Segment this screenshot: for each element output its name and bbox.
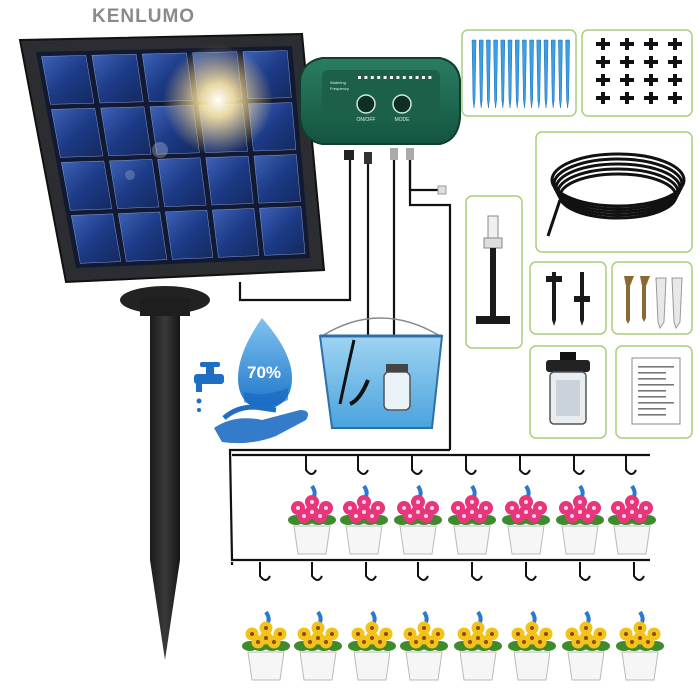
flower-pot-icon [613,525,651,555]
solar-cell [118,211,168,262]
solar-cell [212,208,260,258]
flower-pot-icon [247,651,285,681]
faucet-icon [194,362,224,412]
solar-cell [91,53,144,104]
solar-cell [51,108,104,158]
flower-pot-icon [345,525,383,555]
watering-label: Watering [330,80,346,85]
tee-connector-icon [596,38,682,104]
solar-panel-icon [18,32,326,660]
ground-spike-icon [546,272,590,326]
brand-logo: KENLUMO [92,6,196,27]
solar-cell [253,154,301,204]
flower-pot-icon [513,651,551,681]
hand-icon [214,404,308,444]
flower-pot-icon [567,651,605,681]
led-indicator [390,76,393,79]
water-bucket-icon [318,317,444,429]
led-indicator [383,76,387,79]
solar-cell [61,160,113,211]
led-indicator [402,76,406,79]
led-indicator [377,76,381,79]
solar-cell [41,55,95,105]
solar-cell [109,159,160,209]
led-indicator [422,76,425,79]
water-percent: 70% [247,363,281,382]
mode-label: MODE [395,117,411,123]
stake-icon [471,39,570,109]
solar-cell [259,206,306,256]
controller-icon: ON/OFF MODE Watering Frequency [299,57,461,164]
flower-pot-icon [621,651,659,681]
onoff-label: ON/OFF [357,117,376,123]
solar-cell [157,157,207,207]
dripper-stake-icon [476,215,510,324]
led-indicator [428,76,432,79]
flower-pot-icon [399,525,437,555]
flower-pot-icon [299,651,337,681]
solar-cell [100,106,152,156]
flower-pot-icon [561,525,599,555]
manual-icon [631,357,681,425]
flower-pot-icon [453,525,491,555]
led-indicator [409,76,413,79]
flower-pot-icon [405,651,443,681]
solar-cell [165,210,214,260]
solar-cell [205,155,254,206]
led-indicator [415,76,419,79]
filter-icon [546,352,590,425]
frequency-label: Frequency [330,86,349,91]
solar-cell [71,213,122,264]
water-drop-icon [238,318,292,410]
flower-pot-icon [293,525,331,555]
led-indicator [364,76,368,79]
led-indicator [370,76,374,79]
flower-row-top [288,455,656,555]
flower-pot-icon [459,651,497,681]
anchor-icon [655,277,683,330]
flower-row-bottom [242,562,664,681]
tube-coil-icon [546,152,686,237]
led-indicator [396,76,400,79]
brand-logo-shadow: KENLUMO [93,7,197,28]
led-indicator [358,76,361,79]
flower-pot-icon [507,525,545,555]
screw-icon [624,276,650,324]
flower-pot-icon [353,651,391,681]
